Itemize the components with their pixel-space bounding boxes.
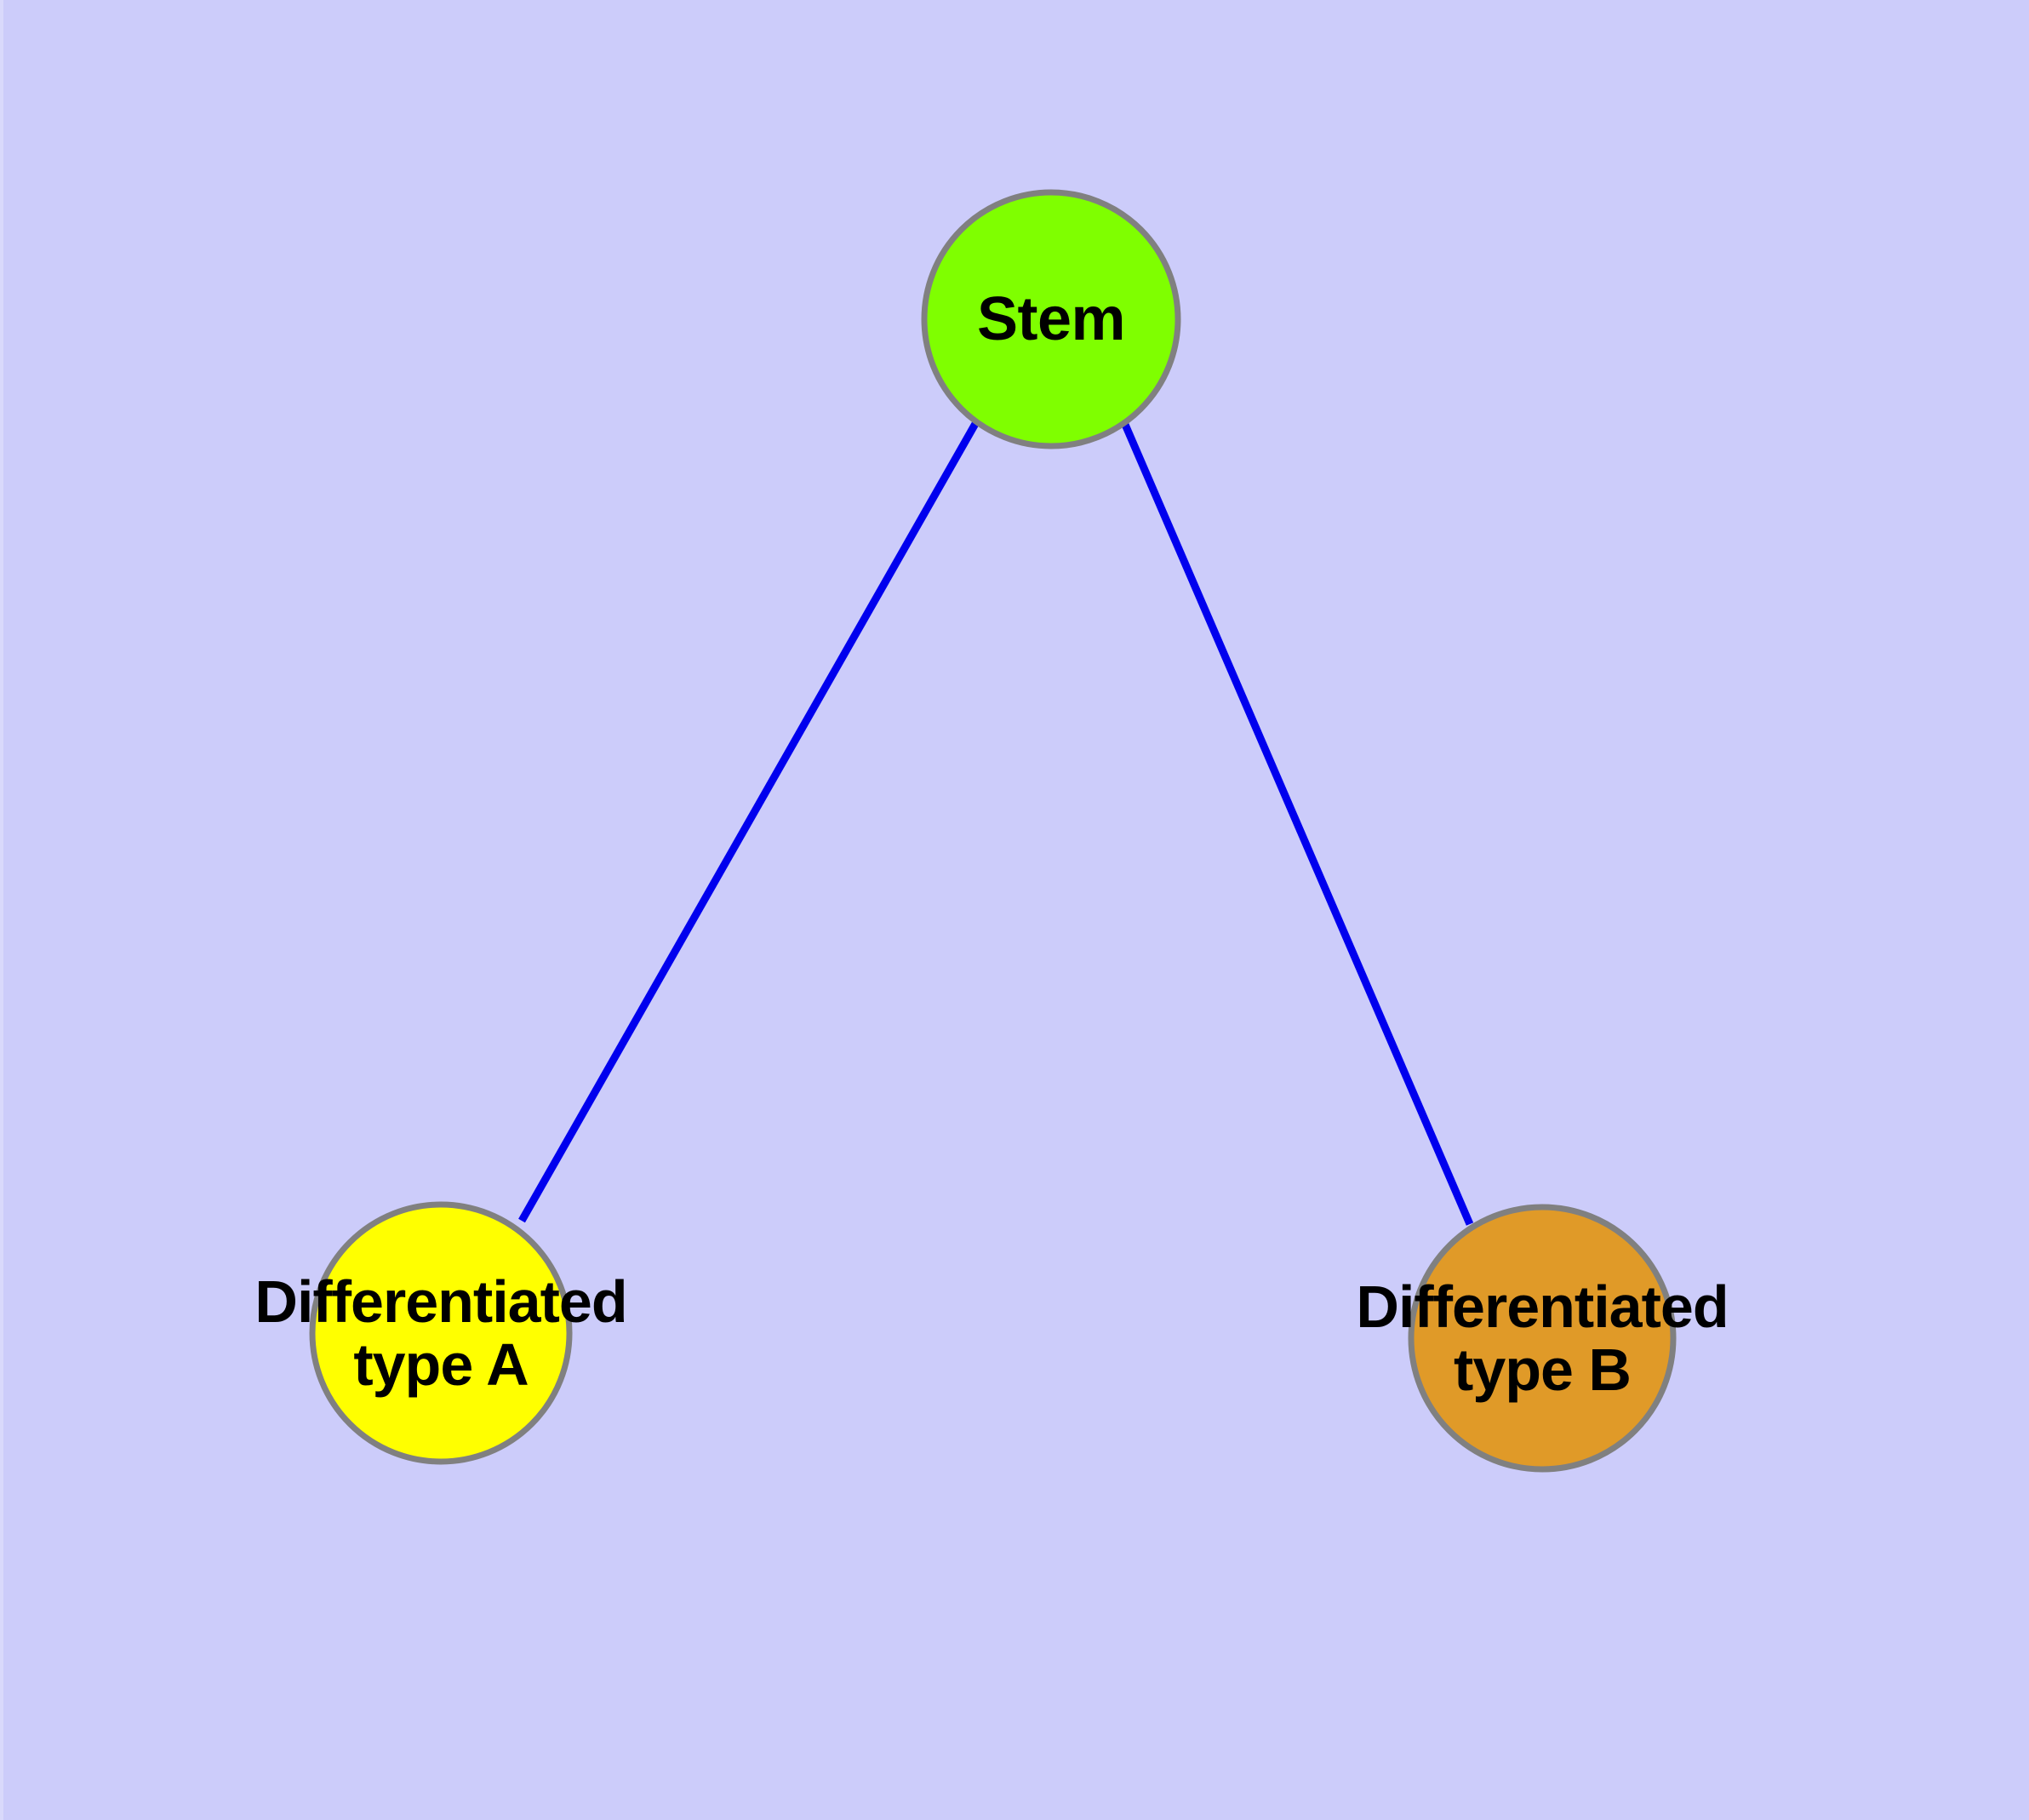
edge-stem-to-diff-b bbox=[1119, 419, 1474, 1226]
node-circle-stem[interactable] bbox=[921, 189, 1181, 449]
node-circle-diff-a[interactable] bbox=[309, 1201, 573, 1465]
edge-stem-to-diff-a bbox=[518, 420, 980, 1223]
edge-layer bbox=[518, 419, 1474, 1226]
canvas-left-border bbox=[0, 0, 3, 1820]
node-layer bbox=[309, 189, 1677, 1473]
node-circle-diff-b[interactable] bbox=[1408, 1204, 1677, 1473]
